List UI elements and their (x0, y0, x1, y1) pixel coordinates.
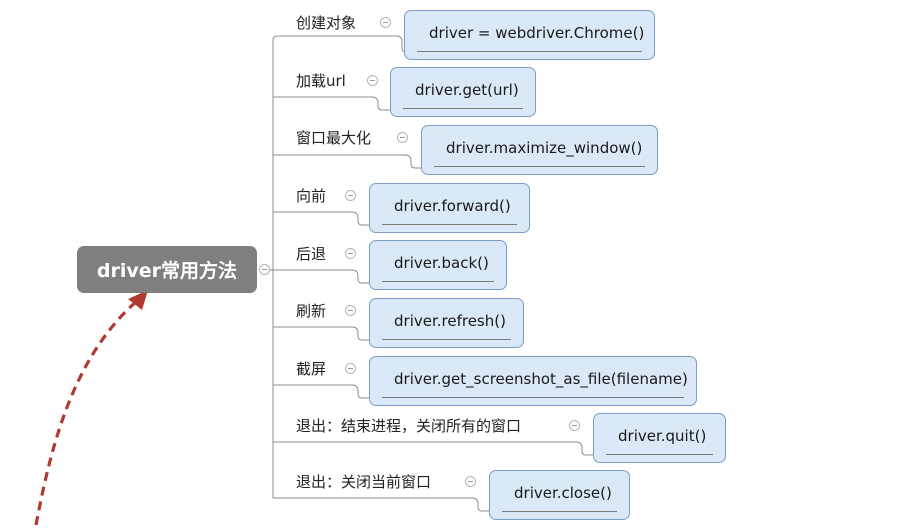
collapse-toggle[interactable] (345, 190, 356, 201)
root-node-label: driver常用方法 (96, 260, 238, 282)
method-label: driver.refresh() (394, 312, 506, 330)
method-node-refresh[interactable]: driver.refresh() (369, 298, 524, 348)
branch-label-create[interactable]: 创建对象 (296, 14, 357, 32)
branch-label-close[interactable]: 退出：关闭当前窗口 (296, 473, 432, 491)
collapse-toggle[interactable] (345, 363, 356, 374)
branch-connector (273, 154, 424, 169)
annotation-arrow (34, 298, 140, 526)
method-label: driver.get(url) (415, 81, 519, 99)
root-node[interactable]: driver常用方法 (77, 246, 257, 293)
branch-label-screenshot[interactable]: 截屏 (296, 360, 327, 378)
method-label: driver.quit() (618, 427, 707, 445)
method-node-forward[interactable]: driver.forward() (369, 183, 530, 233)
method-node-back[interactable]: driver.back() (369, 240, 507, 290)
method-node-quit[interactable]: driver.quit() (593, 413, 726, 463)
method-node-create[interactable]: driver = webdriver.Chrome() (404, 10, 655, 60)
collapse-toggle[interactable] (397, 132, 408, 143)
branch-label-maximize[interactable]: 窗口最大化 (296, 129, 372, 147)
collapse-toggle[interactable] (569, 420, 580, 431)
method-node-screenshot[interactable]: driver.get_screenshot_as_file(filename) (369, 356, 697, 406)
branch-connector (273, 211, 372, 226)
collapse-toggle[interactable] (345, 305, 356, 316)
method-node-close[interactable]: driver.close() (489, 470, 630, 520)
branch-connector (273, 326, 372, 341)
branch-connector (273, 96, 392, 111)
root-collapse-toggle[interactable] (259, 264, 270, 275)
branch-connector (273, 384, 372, 399)
branch-connector (273, 441, 595, 456)
method-node-maximize[interactable]: driver.maximize_window() (421, 125, 658, 175)
branch-label-forward[interactable]: 向前 (296, 187, 327, 205)
method-label: driver.close() (514, 484, 612, 502)
branch-connector (273, 497, 492, 512)
annotation-arrowhead (128, 290, 148, 310)
collapse-toggle[interactable] (367, 75, 378, 86)
branch-connector (272, 35, 410, 53)
collapse-toggle[interactable] (345, 248, 356, 259)
branch-connector (273, 269, 372, 284)
method-label: driver.back() (394, 254, 489, 272)
method-label: driver.forward() (394, 197, 511, 215)
branch-label-quit[interactable]: 退出：结束进程，关闭所有的窗口 (296, 417, 522, 435)
branch-label-back[interactable]: 后退 (296, 245, 327, 263)
method-label: driver = webdriver.Chrome() (429, 24, 645, 42)
method-label: driver.maximize_window() (446, 139, 643, 157)
collapse-toggle[interactable] (465, 476, 476, 487)
collapse-toggle[interactable] (380, 17, 391, 28)
method-label: driver.get_screenshot_as_file(filename) (394, 370, 688, 388)
method-node-get[interactable]: driver.get(url) (390, 67, 536, 117)
branch-label-refresh[interactable]: 刷新 (296, 302, 327, 320)
branch-label-load-url[interactable]: 加载url (296, 72, 346, 90)
